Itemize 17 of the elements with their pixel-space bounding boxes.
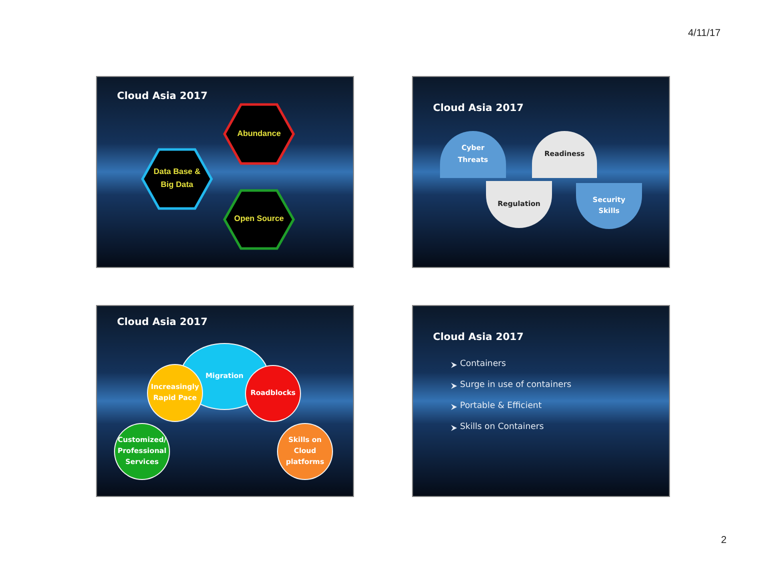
bullet-item: Skills on Containers <box>460 422 544 432</box>
page-number: 2 <box>721 535 727 546</box>
slide-panel <box>412 76 670 268</box>
slide-panel <box>96 305 354 497</box>
slide-panel <box>412 305 670 497</box>
shape-label: Open Source <box>233 213 285 226</box>
bullet-item: Containers <box>460 359 506 369</box>
slide-title: Cloud Asia 2017 <box>117 91 208 102</box>
shape-label: Abundance <box>236 128 282 140</box>
slide-title: Cloud Asia 2017 <box>433 103 524 114</box>
bullet-item: Surge in use of containers <box>460 380 572 390</box>
slide-panel <box>96 76 354 268</box>
slide-title: Cloud Asia 2017 <box>117 317 208 328</box>
shape-label: Data Base & Big Data <box>152 166 202 191</box>
bullet-item: Portable & Efficient <box>460 401 542 411</box>
slide-title: Cloud Asia 2017 <box>433 332 524 343</box>
date-text: 4/11/17 <box>688 28 721 39</box>
